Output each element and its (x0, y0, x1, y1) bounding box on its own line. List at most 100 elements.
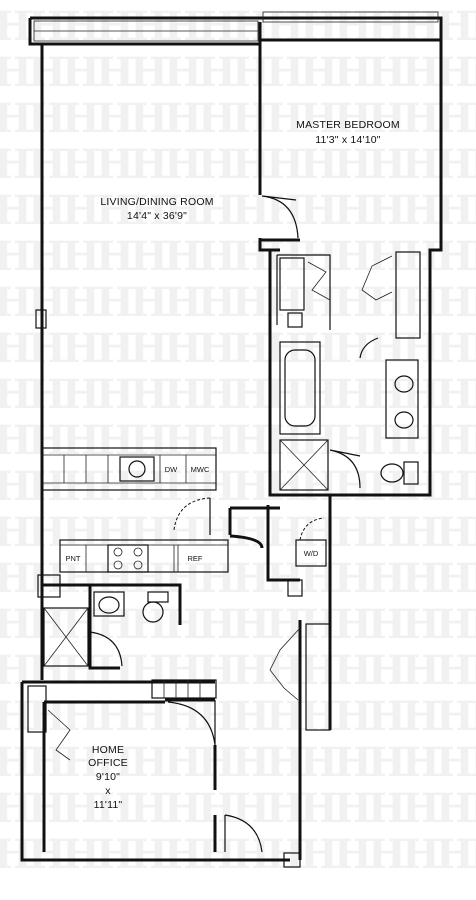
watermark-glyph: H (0, 785, 32, 832)
watermark-glyph: H (300, 233, 338, 280)
watermark-glyph: H (164, 417, 202, 464)
watermark-glyph: H (130, 555, 168, 602)
watermark-glyph: H (266, 95, 304, 142)
watermark-glyph: H (96, 831, 134, 878)
watermark-glyph: H (130, 785, 168, 832)
watermark-glyph: H (96, 601, 134, 648)
svg-text:MASTER BEDROOM: MASTER BEDROOM (296, 119, 400, 131)
watermark-glyph: H (130, 739, 168, 786)
watermark-glyph: H (300, 279, 338, 326)
watermark-glyph: H (62, 831, 100, 878)
watermark-glyph: H (368, 463, 406, 510)
bath-closet-block (268, 250, 421, 497)
watermark-glyph: H (164, 739, 202, 786)
watermark-glyph: H (0, 693, 32, 740)
watermark-glyph: H (198, 95, 236, 142)
kitchen-swing (173, 497, 211, 531)
watermark-glyph: H (28, 233, 66, 280)
watermark-glyph: H (198, 49, 236, 96)
watermark-glyph: H (470, 785, 476, 832)
label-living-dining-room: LIVING/DINING ROOM 14'4" x 36'9" (100, 196, 213, 222)
watermark-glyph: H (232, 141, 270, 188)
watermark-glyph: H (130, 693, 168, 740)
watermark-glyph: H (164, 279, 202, 326)
watermark-glyph: H (266, 141, 304, 188)
watermark-glyph: H (266, 601, 304, 648)
watermark-glyph: H (470, 555, 476, 602)
watermark-glyph: H (334, 509, 372, 556)
watermark-glyph: H (232, 509, 270, 556)
watermark-glyph: H (368, 141, 406, 188)
watermark-glyph: H (198, 279, 236, 326)
label-dishwasher: DW (165, 465, 178, 474)
watermark-glyph: H (436, 647, 474, 694)
watermark-glyph: H (232, 49, 270, 96)
watermark-glyph: H (96, 233, 134, 280)
watermark-glyph: H (266, 647, 304, 694)
watermark-glyph: H (96, 3, 134, 50)
watermark-glyph: H (470, 693, 476, 740)
watermark-glyph: H (130, 647, 168, 694)
watermark-glyph: H (0, 141, 32, 188)
watermark-glyph: H (62, 739, 100, 786)
watermark-glyph: H (232, 3, 270, 50)
watermark-glyph: H (28, 647, 66, 694)
watermark-glyph: H (470, 3, 476, 50)
watermark-glyph: H (198, 601, 236, 648)
watermark-glyph: H (402, 509, 440, 556)
watermark-glyph: H (0, 371, 32, 418)
watermark-glyph: H (164, 49, 202, 96)
watermark-glyph: H (334, 647, 372, 694)
watermark-glyph: H (0, 463, 32, 510)
watermark-glyph: H (0, 555, 32, 602)
watermark-glyph: H (436, 463, 474, 510)
watermark-glyph: H (334, 95, 372, 142)
watermark-glyph: H (232, 647, 270, 694)
watermark-glyph: H (62, 509, 100, 556)
watermark-glyph: H (232, 417, 270, 464)
watermark-glyph: H (334, 555, 372, 602)
watermark-glyph: H (300, 141, 338, 188)
watermark-glyph: H (470, 49, 476, 96)
watermark-glyph: H (266, 509, 304, 556)
watermark-glyph: H (368, 233, 406, 280)
watermark-glyph: H (334, 3, 372, 50)
watermark-glyph: H (266, 279, 304, 326)
watermark-glyph: H (232, 831, 270, 878)
watermark-glyph: H (96, 187, 134, 234)
watermark-glyph: H (198, 3, 236, 50)
watermark-glyph: H (28, 785, 66, 832)
watermark-glyph: H (198, 141, 236, 188)
watermark-glyph: H (96, 49, 134, 96)
watermark-glyph: H (300, 785, 338, 832)
watermark-glyph: H (198, 325, 236, 372)
watermark-glyph: H (368, 509, 406, 556)
watermark-pattern: HHHHHHHHHHHHHHHHHHHHHHHHHHHHHHHHHHHHHHHH… (0, 3, 476, 878)
watermark-glyph: H (164, 601, 202, 648)
watermark-glyph: H (96, 509, 134, 556)
watermark-glyph: H (96, 95, 134, 142)
watermark-glyph: H (164, 831, 202, 878)
watermark-glyph: H (164, 95, 202, 142)
watermark-glyph: H (266, 785, 304, 832)
watermark-glyph: H (266, 3, 304, 50)
watermark-glyph: H (0, 187, 32, 234)
bedroom-door[interactable] (261, 195, 299, 239)
watermark-glyph: H (402, 601, 440, 648)
watermark-glyph: H (198, 785, 236, 832)
watermark-glyph: H (402, 463, 440, 510)
label-home-office: HOME OFFICE 9'10" x 11'11" (88, 744, 128, 811)
label-washer-dryer: W/D (304, 549, 319, 558)
watermark-glyph: H (334, 739, 372, 786)
watermark-glyph: H (164, 509, 202, 556)
watermark-glyph: H (300, 187, 338, 234)
watermark-glyph: H (368, 739, 406, 786)
watermark-glyph: H (470, 417, 476, 464)
watermark-glyph: H (164, 325, 202, 372)
watermark-glyph: H (130, 187, 168, 234)
watermark-glyph: H (130, 371, 168, 418)
watermark-glyph: H (0, 509, 32, 556)
watermark-glyph: H (436, 555, 474, 602)
watermark-glyph: H (300, 555, 338, 602)
watermark-glyph: H (164, 371, 202, 418)
